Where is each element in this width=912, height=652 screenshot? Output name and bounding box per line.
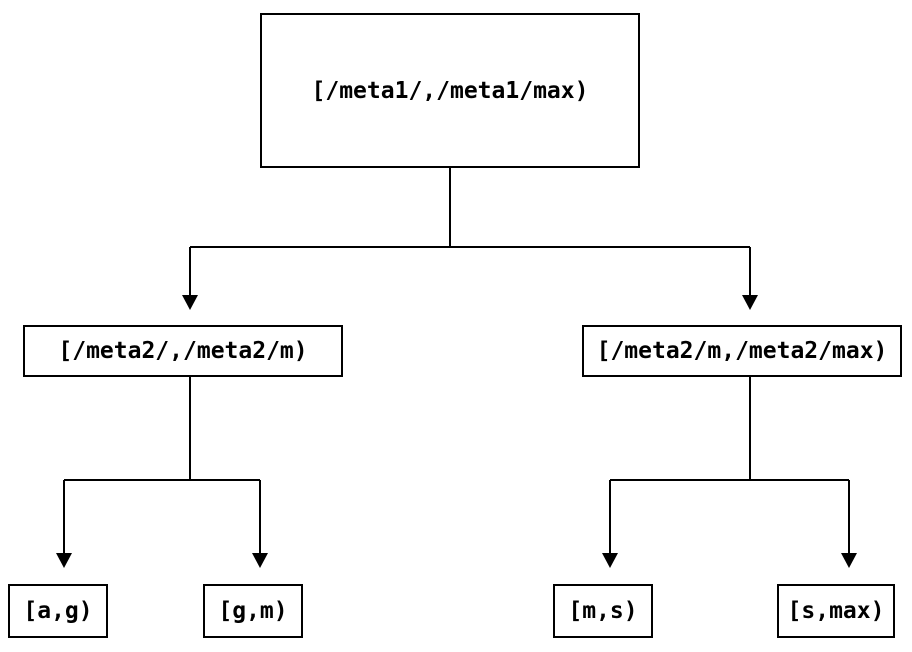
node-leaf-ms: [m,s) — [553, 584, 653, 638]
node-leaf-ag: [a,g) — [8, 584, 108, 638]
node-level2-left: [/meta2/,/meta2/m) — [23, 325, 343, 377]
node-root-label: [/meta1/,/meta1/max) — [311, 77, 589, 104]
arrowhead-icon — [841, 553, 857, 568]
node-leaf-smax: [s,max) — [777, 584, 895, 638]
node-root: [/meta1/,/meta1/max) — [260, 13, 640, 168]
node-level2-right: [/meta2/m,/meta2/max) — [582, 325, 902, 377]
arrowhead-icon — [252, 553, 268, 568]
edge-level2-left-to-leaves — [56, 377, 268, 568]
arrowhead-icon — [182, 295, 198, 310]
node-level2-right-label: [/meta2/m,/meta2/max) — [596, 338, 888, 364]
edge-root-to-level2 — [182, 168, 758, 310]
node-leaf-smax-label: [s,max) — [787, 598, 885, 624]
node-level2-left-label: [/meta2/,/meta2/m) — [58, 338, 308, 364]
edge-level2-right-to-leaves — [602, 377, 857, 568]
node-leaf-ag-label: [a,g) — [23, 598, 93, 624]
arrowhead-icon — [742, 295, 758, 310]
node-leaf-gm: [g,m) — [203, 584, 303, 638]
node-leaf-ms-label: [m,s) — [568, 598, 638, 624]
arrowhead-icon — [602, 553, 618, 568]
arrowhead-icon — [56, 553, 72, 568]
node-leaf-gm-label: [g,m) — [218, 598, 288, 624]
